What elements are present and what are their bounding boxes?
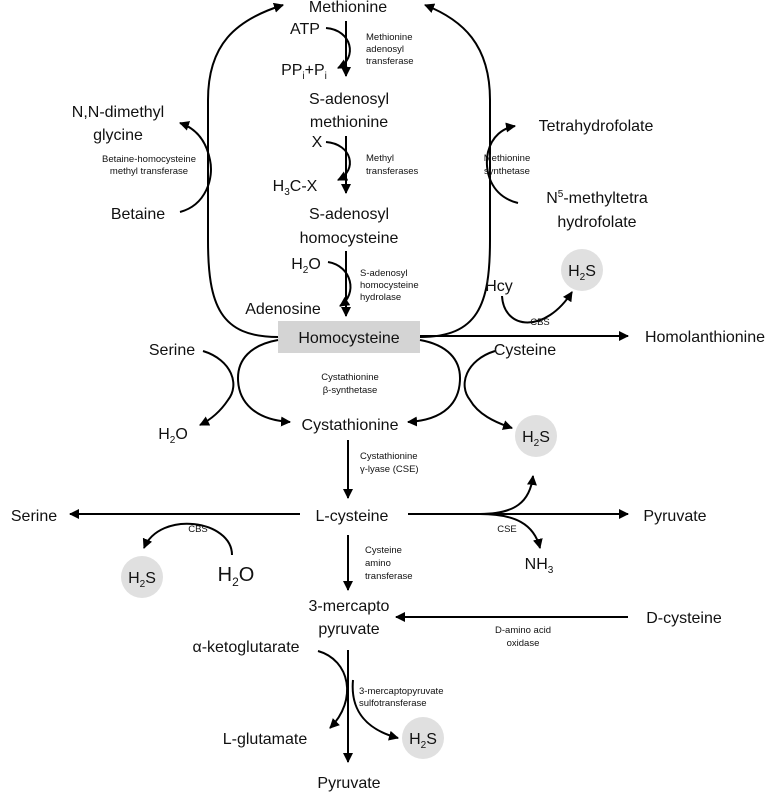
- label-h2o-top: H2O: [291, 256, 321, 276]
- enzyme-cbs-main-2: β-synthetase: [323, 385, 378, 396]
- arrow-mthf-to-thf: [485, 122, 519, 204]
- label-mercapto-2: pyruvate: [318, 621, 379, 638]
- arrow-hcy-to-cystathionine-right: [407, 339, 462, 427]
- enzyme-ms-1: Methionine: [484, 153, 530, 164]
- enzyme-cse-main-1: Cystathionine: [360, 451, 418, 462]
- arrow-betaine-to-dmg: [179, 121, 212, 213]
- label-l-glutamate: L-glutamate: [223, 731, 308, 748]
- label-sam-1: S-adenosyl: [309, 91, 389, 108]
- enzyme-cse-main-2: γ-lyase (CSE): [360, 464, 419, 475]
- arrow-mst-to-h2s: [351, 679, 399, 741]
- enzyme-cse-right: CSE: [497, 524, 517, 535]
- arrow-h2o-to-adenosine: [327, 261, 352, 307]
- label-homocysteine: Homocysteine: [298, 330, 399, 347]
- enzyme-cat-1: Cysteine: [365, 545, 402, 556]
- label-sah-1: S-adenosyl: [309, 206, 389, 223]
- label-l-cysteine: L-cysteine: [316, 508, 389, 525]
- enzyme-bhmt-2: methyl transferase: [110, 166, 188, 177]
- enzyme-cat-3: transferase: [365, 571, 413, 582]
- label-mthf-1: N5-methyltetra: [546, 189, 648, 207]
- enzyme-mst-2: sulfotransferase: [359, 698, 427, 709]
- label-cystathionine: Cystathionine: [302, 417, 399, 434]
- label-h2s: H2S: [409, 731, 437, 751]
- label-x: X: [312, 134, 323, 151]
- label-atp: ATP: [290, 21, 320, 38]
- label-hcy: Hcy: [485, 278, 513, 295]
- label-dmg-2: glycine: [93, 127, 143, 144]
- label-methionine: Methionine: [309, 0, 387, 16]
- enzyme-sahh-2: homocysteine: [360, 280, 419, 291]
- enzyme-cbs-left: CBS: [188, 524, 208, 535]
- h2s-bubble-cbs-left: [121, 556, 163, 598]
- enzyme-mat-2: adenosyl: [366, 44, 404, 55]
- h2s-bubble-cbs: [561, 249, 603, 291]
- label-nh3: NH3: [525, 556, 554, 576]
- label-pyruvate-bottom: Pyruvate: [317, 775, 380, 792]
- label-adenosine: Adenosine: [245, 301, 321, 318]
- enzyme-mt-1: Methyl: [366, 153, 394, 164]
- label-homolanthionine: Homolanthionine: [645, 329, 765, 346]
- cycle-left-arc: [207, 2, 284, 338]
- label-sam-2: methionine: [310, 114, 388, 131]
- label-pyruvate-right: Pyruvate: [643, 508, 706, 525]
- label-serine-left: Serine: [11, 508, 57, 525]
- h2s-bubble-mst: [402, 717, 444, 759]
- arrow-x-to-h3cx: [325, 141, 351, 181]
- enzyme-bhmt-1: Betaine-homocysteine: [102, 154, 196, 165]
- enzyme-sahh-3: hydrolase: [360, 292, 401, 303]
- label-thf: Tetrahydrofolate: [539, 118, 654, 135]
- arrow-cbs-to-h2s: [142, 522, 233, 556]
- h2s-bubble-cysteine: [515, 415, 557, 457]
- label-h2s: H2S: [568, 263, 596, 283]
- label-h3cx: H3C-X: [273, 178, 318, 198]
- arrow-akg-to-glutamate: [317, 650, 348, 729]
- homocysteine-box: [278, 321, 420, 353]
- enzyme-mt-2: transferases: [366, 166, 419, 177]
- enzyme-mst-1: 3-mercaptopyruvate: [359, 686, 443, 697]
- enzyme-mat-1: Methionine: [366, 32, 412, 43]
- label-h2s: H2S: [522, 429, 550, 449]
- arrow-serine-to-h2o: [199, 350, 235, 426]
- cycle-right-arc: [419, 3, 491, 338]
- label-ppi-pi: PPi+Pi: [281, 62, 327, 82]
- enzyme-cat-2: amino: [365, 558, 391, 569]
- label-cysteine: Cysteine: [494, 342, 556, 359]
- label-h2s: H2S: [128, 570, 156, 590]
- label-akg: α-ketoglutarate: [192, 639, 299, 656]
- enzyme-cbs-main-1: Cystathionine: [321, 372, 379, 383]
- arrow-hcy-to-h2s: [501, 291, 573, 324]
- enzyme-mat-3: transferase: [366, 56, 414, 67]
- enzyme-daao-2: oxidase: [507, 638, 540, 649]
- enzyme-cbs-top: CBS: [530, 317, 550, 328]
- arrow-cse-to-h2s: [479, 475, 537, 515]
- enzyme-sahh-1: S-adenosyl: [360, 268, 408, 279]
- label-h2o-big: H2O: [218, 564, 255, 589]
- label-h2o-left: H2O: [158, 426, 188, 446]
- arrow-atp-to-ppi: [325, 27, 351, 69]
- arrow-cse-to-nh3: [479, 513, 543, 549]
- label-betaine: Betaine: [111, 206, 165, 223]
- label-serine-top: Serine: [149, 342, 195, 359]
- enzyme-ms-2: synthetase: [484, 166, 530, 177]
- label-mercapto-1: 3-mercapto: [309, 598, 390, 615]
- label-sah-2: homocysteine: [300, 230, 399, 247]
- arrow-hcy-to-cystathionine-left: [236, 339, 291, 427]
- label-mthf-2: hydrofolate: [557, 214, 636, 231]
- enzyme-daao-1: D-amino acid: [495, 625, 551, 636]
- arrow-cysteine-to-h2s: [463, 350, 513, 430]
- label-d-cysteine: D-cysteine: [646, 610, 722, 627]
- label-dmg-1: N,N-dimethyl: [72, 104, 164, 121]
